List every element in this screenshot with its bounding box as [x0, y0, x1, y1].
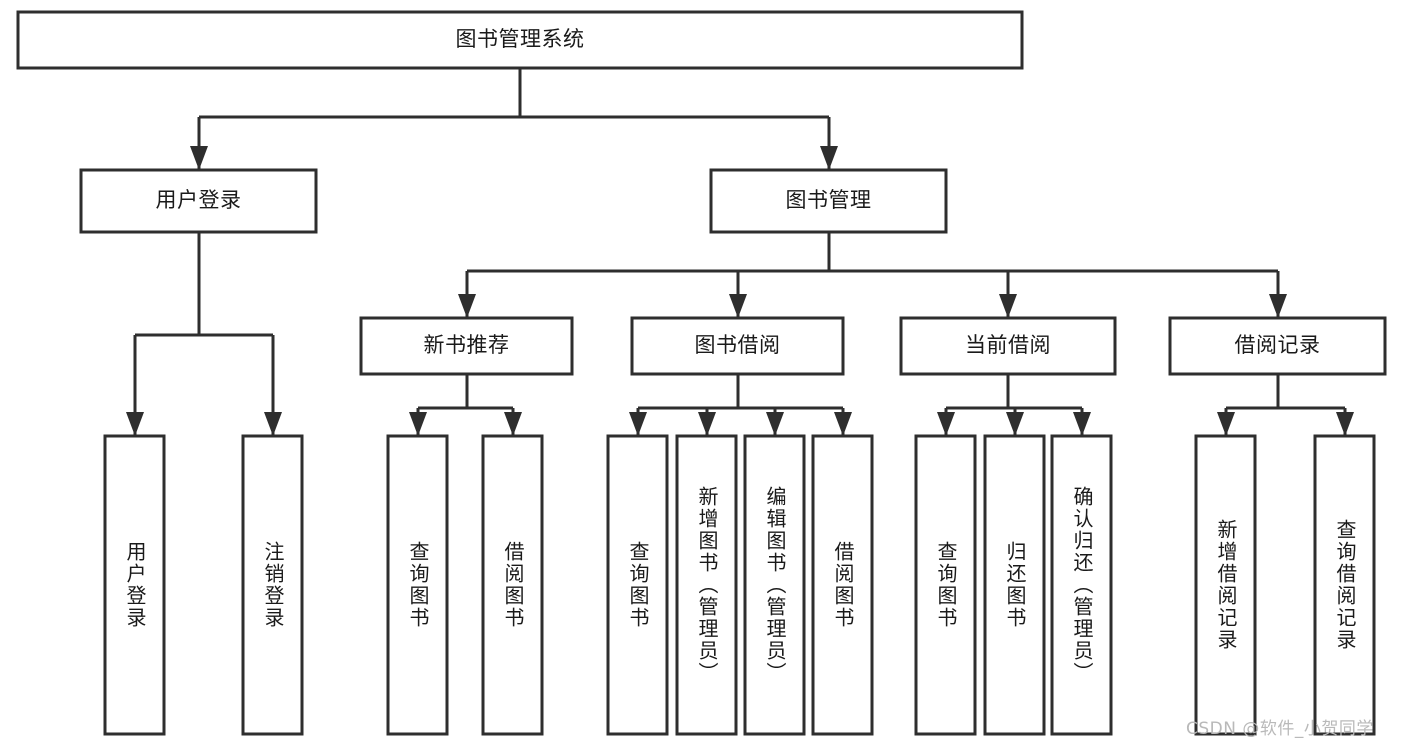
arrowhead-icon-leaf-logout — [264, 412, 282, 436]
arrowhead-icon-new-book-recommend — [458, 294, 476, 318]
node-box-layer — [16, 10, 1387, 736]
arrowhead-icon-leaf-borrow-book-2 — [834, 412, 852, 436]
arrowhead-icon-leaf-user-login — [126, 412, 144, 436]
arrowhead-icon-leaf-add-record — [1217, 412, 1235, 436]
node-box-borrow-record[interactable] — [1168, 316, 1387, 376]
node-box-leaf-return-book[interactable] — [983, 434, 1046, 736]
arrowhead-icon-leaf-return-book — [1006, 412, 1024, 436]
node-box-root[interactable] — [16, 10, 1024, 70]
node-box-leaf-add-record[interactable] — [1194, 434, 1257, 736]
node-box-user-login[interactable] — [79, 168, 318, 234]
node-box-leaf-query-book-1[interactable] — [386, 434, 449, 736]
arrowhead-icon-leaf-query-record — [1336, 412, 1354, 436]
node-box-leaf-edit-book[interactable] — [743, 434, 806, 736]
node-box-leaf-confirm-return[interactable] — [1050, 434, 1113, 736]
node-box-book-manage[interactable] — [709, 168, 948, 234]
node-box-current-borrow[interactable] — [899, 316, 1117, 376]
node-box-leaf-query-book-3[interactable] — [914, 434, 977, 736]
node-box-leaf-user-login[interactable] — [103, 434, 166, 736]
node-box-new-book-recommend[interactable] — [359, 316, 574, 376]
node-box-leaf-borrow-book-1[interactable] — [481, 434, 544, 736]
arrowhead-icon-leaf-query-book-1 — [409, 412, 427, 436]
arrowhead-icon-leaf-borrow-book-1 — [504, 412, 522, 436]
arrowhead-icon-leaf-query-book-3 — [937, 412, 955, 436]
node-box-leaf-borrow-book-2[interactable] — [811, 434, 874, 736]
arrowhead-icon-current-borrow — [999, 294, 1017, 318]
arrowhead-icon-leaf-edit-book — [766, 412, 784, 436]
arrowhead-icon-user-login — [190, 146, 208, 170]
arrowhead-icon-book-manage — [820, 146, 838, 170]
arrowhead-icon-leaf-add-book — [698, 412, 716, 436]
arrowhead-icon-book-borrow — [729, 294, 747, 318]
connector-layer — [126, 68, 1354, 436]
node-box-book-borrow[interactable] — [630, 316, 845, 376]
node-box-leaf-query-record[interactable] — [1313, 434, 1376, 736]
watermark-text: CSDN @软件_小贺同学 — [1186, 719, 1374, 739]
arrowhead-icon-leaf-query-book-2 — [629, 412, 647, 436]
node-box-leaf-query-book-2[interactable] — [606, 434, 669, 736]
node-box-leaf-add-book[interactable] — [675, 434, 738, 736]
arrowhead-icon-borrow-record — [1269, 294, 1287, 318]
arrowhead-icon-leaf-confirm-return — [1073, 412, 1091, 436]
node-box-leaf-logout[interactable] — [241, 434, 304, 736]
